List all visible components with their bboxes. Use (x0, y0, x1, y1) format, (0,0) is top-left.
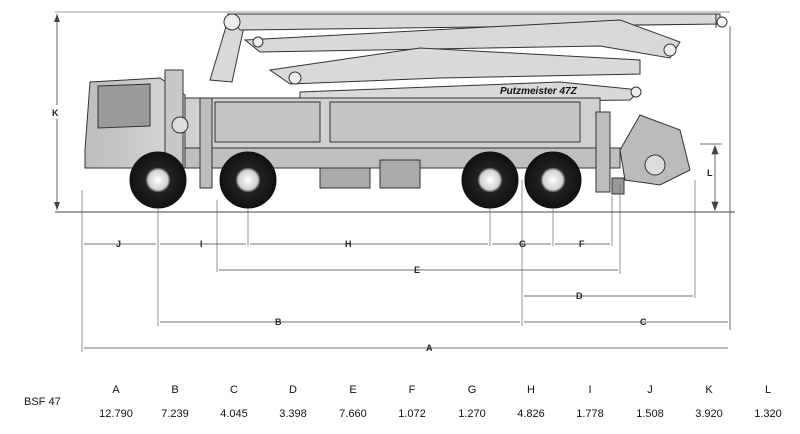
horizontal-dimensions (84, 243, 728, 349)
dim-label-a: A (426, 343, 433, 353)
dim-label-h: H (345, 239, 352, 249)
model-name: BSF 47 (24, 396, 61, 408)
header-c: C (230, 384, 238, 396)
dim-label-i: I (200, 239, 203, 249)
brand-label: Putzmeister 47Z (500, 86, 578, 97)
concrete-pump-boom (209, 13, 728, 105)
value-a: 12.790 (99, 408, 133, 420)
dimension-l (700, 143, 722, 212)
extension-lines (81, 180, 696, 352)
dim-label-k: K (52, 108, 59, 118)
value-h: 4.826 (517, 408, 545, 420)
value-b: 7.239 (161, 408, 189, 420)
header-k: K (705, 384, 713, 396)
dim-label-c: C (640, 317, 647, 327)
header-l: L (764, 384, 772, 396)
truck-body (159, 97, 621, 193)
header-d: D (289, 384, 297, 396)
value-j: 1.508 (636, 408, 664, 420)
header-g: G (467, 384, 477, 396)
dim-label-j: J (116, 239, 121, 249)
spec-table: BSF 47 A B C D E F G H I J K L 12.790 7.… (0, 372, 800, 432)
value-l: 1.320 (754, 408, 782, 420)
wheels (129, 151, 582, 209)
header-f: F (408, 384, 416, 396)
value-d: 3.398 (279, 408, 307, 420)
value-k: 3.920 (695, 408, 723, 420)
wheel-rear-1 (461, 151, 519, 209)
header-e: E (349, 384, 357, 396)
wheel-drive-1 (219, 151, 277, 209)
dim-label-e: E (414, 265, 420, 275)
dim-label-g: G (519, 239, 526, 249)
value-e: 7.660 (339, 408, 367, 420)
dim-label-l: L (707, 168, 713, 178)
header-j: J (647, 384, 653, 396)
value-g: 1.270 (458, 408, 486, 420)
value-c: 4.045 (220, 408, 248, 420)
truck-diagram: Putzmeister 47Z (50, 11, 735, 353)
dim-label-b: B (275, 317, 282, 327)
dim-label-f: F (579, 239, 585, 249)
dimension-k (50, 11, 730, 210)
value-i: 1.778 (576, 408, 604, 420)
wheel-front (129, 151, 187, 209)
value-f: 1.072 (398, 408, 426, 420)
dim-label-d: D (576, 291, 583, 301)
header-a: A (112, 384, 120, 396)
truck-cab (84, 69, 189, 171)
rear-hopper (611, 114, 691, 195)
wheel-rear-2 (524, 151, 582, 209)
header-i: I (588, 384, 592, 396)
header-h: H (527, 384, 535, 396)
header-b: B (171, 384, 179, 396)
